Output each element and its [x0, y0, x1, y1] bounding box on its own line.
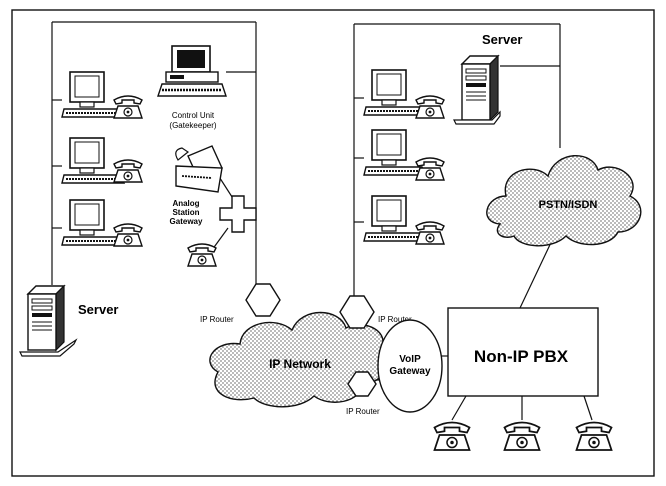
- right-phone-3: [415, 221, 445, 245]
- right-server-tower-icon: [453, 55, 501, 125]
- analog-gateway-label-3: Gateway: [170, 217, 203, 226]
- non-ip-pbx-box: [447, 307, 599, 397]
- control-unit-label: Control Unit: [172, 111, 215, 120]
- right-phone-1: [415, 95, 445, 119]
- left-phone-2: [113, 159, 143, 183]
- voip-gateway-node: [377, 319, 443, 413]
- ip-router-2-label: IP Router: [378, 315, 412, 324]
- pbx-phone-3: [575, 421, 613, 451]
- left-server-label: Server: [78, 302, 118, 317]
- gatekeeper-label: (Gatekeeper): [169, 121, 216, 130]
- right-phone-2: [415, 157, 445, 181]
- fax-machine-icon: [175, 145, 223, 193]
- ip-router-3-label: IP Router: [346, 407, 380, 416]
- left-phone-3: [113, 223, 143, 247]
- ip-network-label: IP Network: [269, 357, 331, 371]
- ip-router-3-icon: [347, 371, 377, 397]
- ip-router-1-label: IP Router: [200, 315, 234, 324]
- voip-gateway-label-1: VoIP: [399, 354, 421, 365]
- analog-gateway-label-2: Station: [172, 208, 199, 217]
- ip-router-1-icon: [245, 283, 281, 317]
- pbx-phone-2: [503, 421, 541, 451]
- analog-gateway-label-1: Analog: [172, 199, 199, 208]
- left-server-tower-icon: [19, 285, 78, 357]
- control-unit-computer-icon: [157, 45, 227, 97]
- non-ip-pbx-label: Non-IP PBX: [474, 347, 569, 366]
- pbx-phone-1: [433, 421, 471, 451]
- right-server-label: Server: [482, 32, 522, 47]
- ip-router-2-icon: [339, 295, 375, 329]
- analog-gateway-cross-icon: [219, 195, 257, 233]
- voip-gateway-label-2: Gateway: [389, 366, 431, 377]
- analog-phone: [187, 243, 217, 267]
- pstn-isdn-label: PSTN/ISDN: [539, 199, 598, 211]
- left-phone-1: [113, 95, 143, 119]
- pstn-isdn-cloud: [486, 155, 642, 247]
